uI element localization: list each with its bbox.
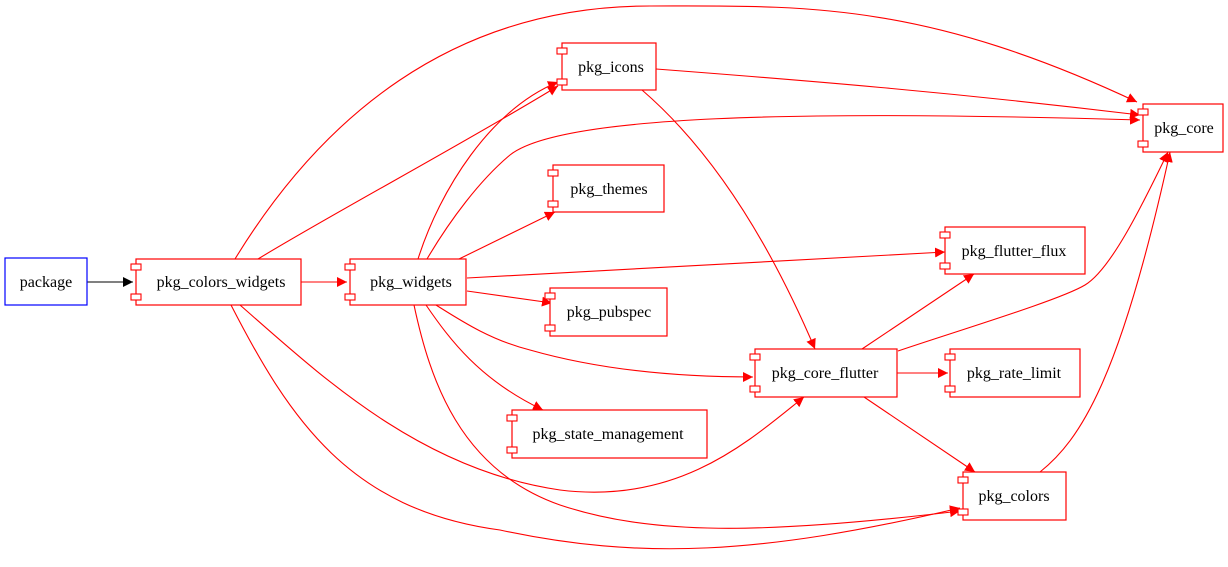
component-tab-icon bbox=[1137, 140, 1149, 148]
component-tab-icon bbox=[939, 262, 951, 270]
node-pkg_colors[interactable]: pkg_colors bbox=[957, 471, 1067, 521]
node-label: pkg_colors bbox=[978, 488, 1049, 505]
node-box bbox=[349, 258, 467, 306]
edge-pkg_colors_widgets-to-pkg_icons bbox=[257, 85, 559, 260]
node-pkg_themes[interactable]: pkg_themes bbox=[547, 164, 665, 213]
node-label: pkg_widgets bbox=[370, 274, 452, 291]
node-pkg_state_management[interactable]: pkg_state_management bbox=[506, 409, 708, 459]
node-label: pkg_rate_limit bbox=[967, 365, 1062, 382]
node-box bbox=[949, 348, 1081, 398]
node-pkg_core_flutter[interactable]: pkg_core_flutter bbox=[749, 348, 898, 398]
edges bbox=[87, 5, 1173, 550]
edge-pkg_widgets-to-pkg_flutter_flux bbox=[466, 247, 946, 279]
node-package[interactable]: package bbox=[4, 257, 88, 306]
node-box bbox=[561, 42, 657, 91]
component-tab-icon bbox=[344, 293, 356, 301]
node-label: pkg_themes bbox=[570, 181, 647, 198]
component-tab-icon bbox=[939, 231, 951, 239]
component-tab-icon bbox=[544, 324, 556, 332]
edge-pkg_widgets-to-pkg_themes bbox=[458, 211, 556, 260]
node-label: pkg_pubspec bbox=[567, 304, 651, 321]
component-tab-icon bbox=[957, 476, 969, 484]
edge-pkg_widgets-to-pkg_pubspec bbox=[466, 290, 553, 307]
node-package-box bbox=[4, 257, 88, 306]
edge-pkg_colors_widgets-to-pkg_core bbox=[234, 5, 1138, 260]
node-label: pkg_core bbox=[1154, 120, 1214, 137]
edge-pkg_widgets-to-pkg_state_management bbox=[425, 304, 544, 411]
node-pkg_flutter_flux[interactable]: pkg_flutter_flux bbox=[939, 226, 1086, 275]
nodes: package pkg_colors_widgets pkg_widgets p… bbox=[4, 42, 1224, 521]
edge-pkg_icons-to-pkg_core_flutter bbox=[641, 89, 816, 350]
node-label: pkg_colors_widgets bbox=[157, 274, 286, 291]
node-label: pkg_core_flutter bbox=[772, 365, 879, 382]
node-pkg_rate_limit[interactable]: pkg_rate_limit bbox=[944, 348, 1081, 398]
node-box bbox=[944, 226, 1086, 275]
edge-pkg_widgets-to-pkg_core bbox=[426, 114, 1141, 260]
component-tab-icon bbox=[944, 385, 956, 393]
node-pkg_colors_widgets[interactable]: pkg_colors_widgets bbox=[130, 258, 302, 306]
node-box bbox=[511, 409, 708, 459]
edge-pkg_colors_widgets-to-pkg_core_flutter bbox=[239, 304, 805, 493]
component-tab-icon bbox=[130, 293, 142, 301]
component-tab-icon bbox=[344, 263, 356, 271]
node-box bbox=[135, 258, 302, 306]
component-tab-icon bbox=[547, 169, 559, 177]
edge-pkg_core_flutter-to-pkg_flutter_flux bbox=[861, 273, 975, 350]
edge-pkg_core_flutter-to-pkg_colors bbox=[863, 396, 976, 473]
edge-pkg_icons-to-pkg_core bbox=[655, 68, 1141, 119]
component-tab-icon bbox=[130, 263, 142, 271]
component-tab-icon bbox=[944, 353, 956, 361]
component-tab-icon bbox=[749, 385, 761, 393]
edge-pkg_core_flutter-to-pkg_core bbox=[897, 151, 1169, 352]
edge-pkg_colors_widgets-to-pkg_colors bbox=[230, 304, 961, 550]
edge-pkg_widgets-to-pkg_colors bbox=[413, 304, 961, 529]
node-box bbox=[962, 471, 1067, 521]
edge-pkg_colors-to-pkg_core bbox=[1039, 151, 1173, 473]
component-tab-icon bbox=[556, 47, 568, 55]
component-tab-icon bbox=[957, 508, 969, 516]
node-box bbox=[552, 164, 665, 213]
node-box bbox=[1142, 103, 1224, 153]
component-tab-icon bbox=[1137, 108, 1149, 116]
edge-pkg_widgets-to-pkg_icons bbox=[417, 81, 559, 260]
node-label: pkg_icons bbox=[578, 59, 644, 76]
component-tab-icon bbox=[544, 292, 556, 300]
node-box bbox=[549, 287, 668, 337]
component-tab-icon bbox=[556, 78, 568, 86]
node-label: pkg_state_management bbox=[532, 426, 684, 443]
edge-pkg_widgets-to-pkg_core_flutter bbox=[435, 304, 754, 382]
component-tab-icon bbox=[506, 446, 518, 454]
component-tab-icon bbox=[506, 414, 518, 422]
component-tab-icon bbox=[749, 353, 761, 361]
node-box bbox=[754, 348, 898, 398]
node-pkg_widgets[interactable]: pkg_widgets bbox=[344, 258, 467, 306]
node-pkg_core[interactable]: pkg_core bbox=[1137, 103, 1224, 153]
node-package-label: package bbox=[20, 274, 72, 291]
node-label: pkg_flutter_flux bbox=[962, 243, 1067, 260]
node-pkg_pubspec[interactable]: pkg_pubspec bbox=[544, 287, 668, 337]
node-pkg_icons[interactable]: pkg_icons bbox=[556, 42, 657, 91]
component-tab-icon bbox=[547, 200, 559, 208]
